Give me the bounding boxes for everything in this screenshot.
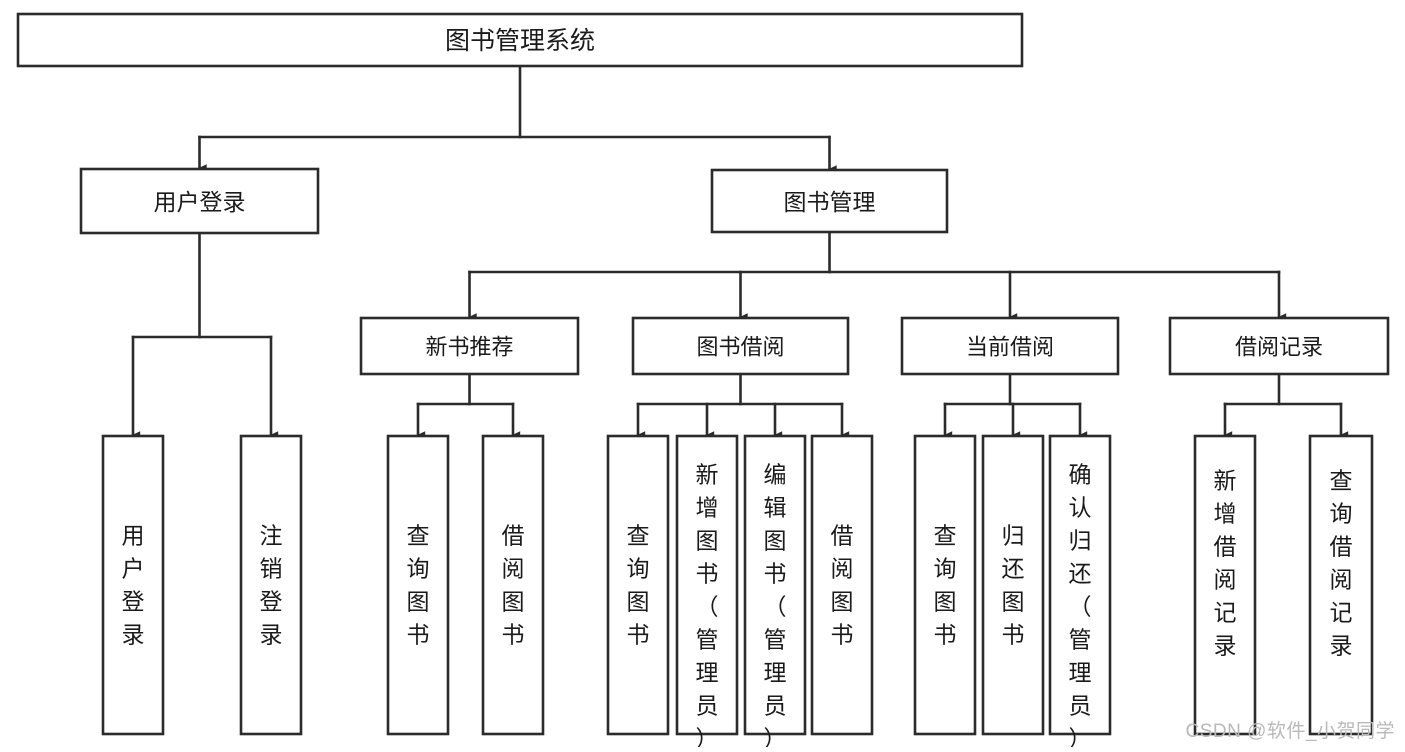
node-label-borrow-records: 借阅记录 xyxy=(1235,335,1323,360)
leaf-rect-leaf-query-borrow-record xyxy=(1308,434,1374,736)
leaf-leaf-query-book-borrow[interactable]: 查询图书 xyxy=(606,434,670,736)
node-new-book-recommend[interactable]: 新书推荐 xyxy=(359,316,580,376)
node-current-borrow[interactable]: 当前借阅 xyxy=(900,316,1120,376)
leaf-label-leaf-query-book-current: 查询图书 xyxy=(934,523,957,648)
node-label-book-borrow: 图书借阅 xyxy=(696,335,784,360)
leaf-label-leaf-add-book-admin: 新增图书（管理员） xyxy=(696,462,719,748)
leaf-label-leaf-return-book: 归还图书 xyxy=(1002,523,1025,648)
leaf-label-leaf-query-book-recommend: 查询图书 xyxy=(407,523,430,648)
node-label-root: 图书管理系统 xyxy=(445,27,595,55)
leaf-rect-leaf-query-book-recommend xyxy=(386,434,450,736)
leaf-label-leaf-borrow-book: 借阅图书 xyxy=(831,523,854,648)
node-root[interactable]: 图书管理系统 xyxy=(16,12,1024,68)
node-rect-current-borrow xyxy=(900,316,1120,376)
leaf-label-leaf-edit-book-admin: 编辑图书（管理员） xyxy=(764,462,787,748)
leaf-rect-leaf-return-book xyxy=(981,434,1045,736)
node-rect-book-borrow xyxy=(631,316,850,376)
node-book-borrow[interactable]: 图书借阅 xyxy=(631,316,850,376)
node-book-management[interactable]: 图书管理 xyxy=(710,168,949,234)
leaf-rect-leaf-confirm-return-admin xyxy=(1048,434,1112,736)
node-boxes: 图书管理系统用户登录图书管理新书推荐图书借阅当前借阅借阅记录用户登录注销登录查询… xyxy=(16,12,1390,752)
leaf-rect-leaf-add-borrow-record xyxy=(1193,434,1257,736)
leaf-leaf-query-book-current[interactable]: 查询图书 xyxy=(913,434,977,736)
node-rect-user-login xyxy=(79,167,320,235)
leaf-label-leaf-add-borrow-record: 新增借阅记录 xyxy=(1214,468,1237,659)
node-label-new-book-recommend: 新书推荐 xyxy=(425,335,513,360)
leaf-rect-leaf-edit-book-admin xyxy=(743,434,807,736)
node-label-user-login: 用户登录 xyxy=(154,189,246,215)
leaf-rect-leaf-borrow-book-recommend xyxy=(481,434,545,736)
leaf-rect-leaf-logout xyxy=(239,434,303,736)
watermark-text: CSDN @软件_小贺同学 xyxy=(1185,721,1395,742)
leaf-leaf-borrow-book-recommend[interactable]: 借阅图书 xyxy=(481,434,545,736)
leaf-label-leaf-borrow-book-recommend: 借阅图书 xyxy=(502,523,525,648)
leaf-label-leaf-logout: 注销登录 xyxy=(260,523,283,648)
leaf-leaf-query-book-recommend[interactable]: 查询图书 xyxy=(386,434,450,736)
leaf-label-leaf-query-book-borrow: 查询图书 xyxy=(627,523,650,648)
leaf-leaf-return-book[interactable]: 归还图书 xyxy=(981,434,1045,736)
leaf-rect-leaf-add-book-admin xyxy=(675,434,739,736)
leaf-rect-leaf-borrow-book xyxy=(810,434,874,736)
node-borrow-records[interactable]: 借阅记录 xyxy=(1168,316,1390,376)
leaf-leaf-add-book-admin[interactable]: 新增图书（管理员） xyxy=(675,434,739,752)
leaf-leaf-query-borrow-record[interactable]: 查询借阅记录 xyxy=(1308,434,1374,736)
node-user-login[interactable]: 用户登录 xyxy=(79,167,320,235)
leaf-rect-leaf-query-book-current xyxy=(913,434,977,736)
node-rect-borrow-records xyxy=(1168,316,1390,376)
leaf-rect-leaf-user-login xyxy=(101,434,165,736)
leaf-leaf-add-borrow-record[interactable]: 新增借阅记录 xyxy=(1193,434,1257,736)
node-label-current-borrow: 当前借阅 xyxy=(966,335,1054,360)
leaf-leaf-user-login[interactable]: 用户登录 xyxy=(101,434,165,736)
leaf-label-leaf-user-login: 用户登录 xyxy=(122,523,145,648)
leaf-leaf-logout[interactable]: 注销登录 xyxy=(239,434,303,736)
leaf-rect-leaf-query-book-borrow xyxy=(606,434,670,736)
leaf-label-leaf-query-borrow-record: 查询借阅记录 xyxy=(1330,468,1353,659)
node-rect-new-book-recommend xyxy=(359,316,580,376)
leaf-label-leaf-confirm-return-admin: 确认归还（管理员） xyxy=(1069,462,1092,748)
leaf-leaf-borrow-book[interactable]: 借阅图书 xyxy=(810,434,874,736)
node-rect-book-management xyxy=(710,168,949,234)
leaf-leaf-confirm-return-admin[interactable]: 确认归还（管理员） xyxy=(1048,434,1112,752)
connector-edges xyxy=(131,64,1349,439)
node-rect-root xyxy=(16,12,1024,68)
leaf-leaf-edit-book-admin[interactable]: 编辑图书（管理员） xyxy=(743,434,807,752)
node-label-book-management: 图书管理 xyxy=(784,189,876,215)
